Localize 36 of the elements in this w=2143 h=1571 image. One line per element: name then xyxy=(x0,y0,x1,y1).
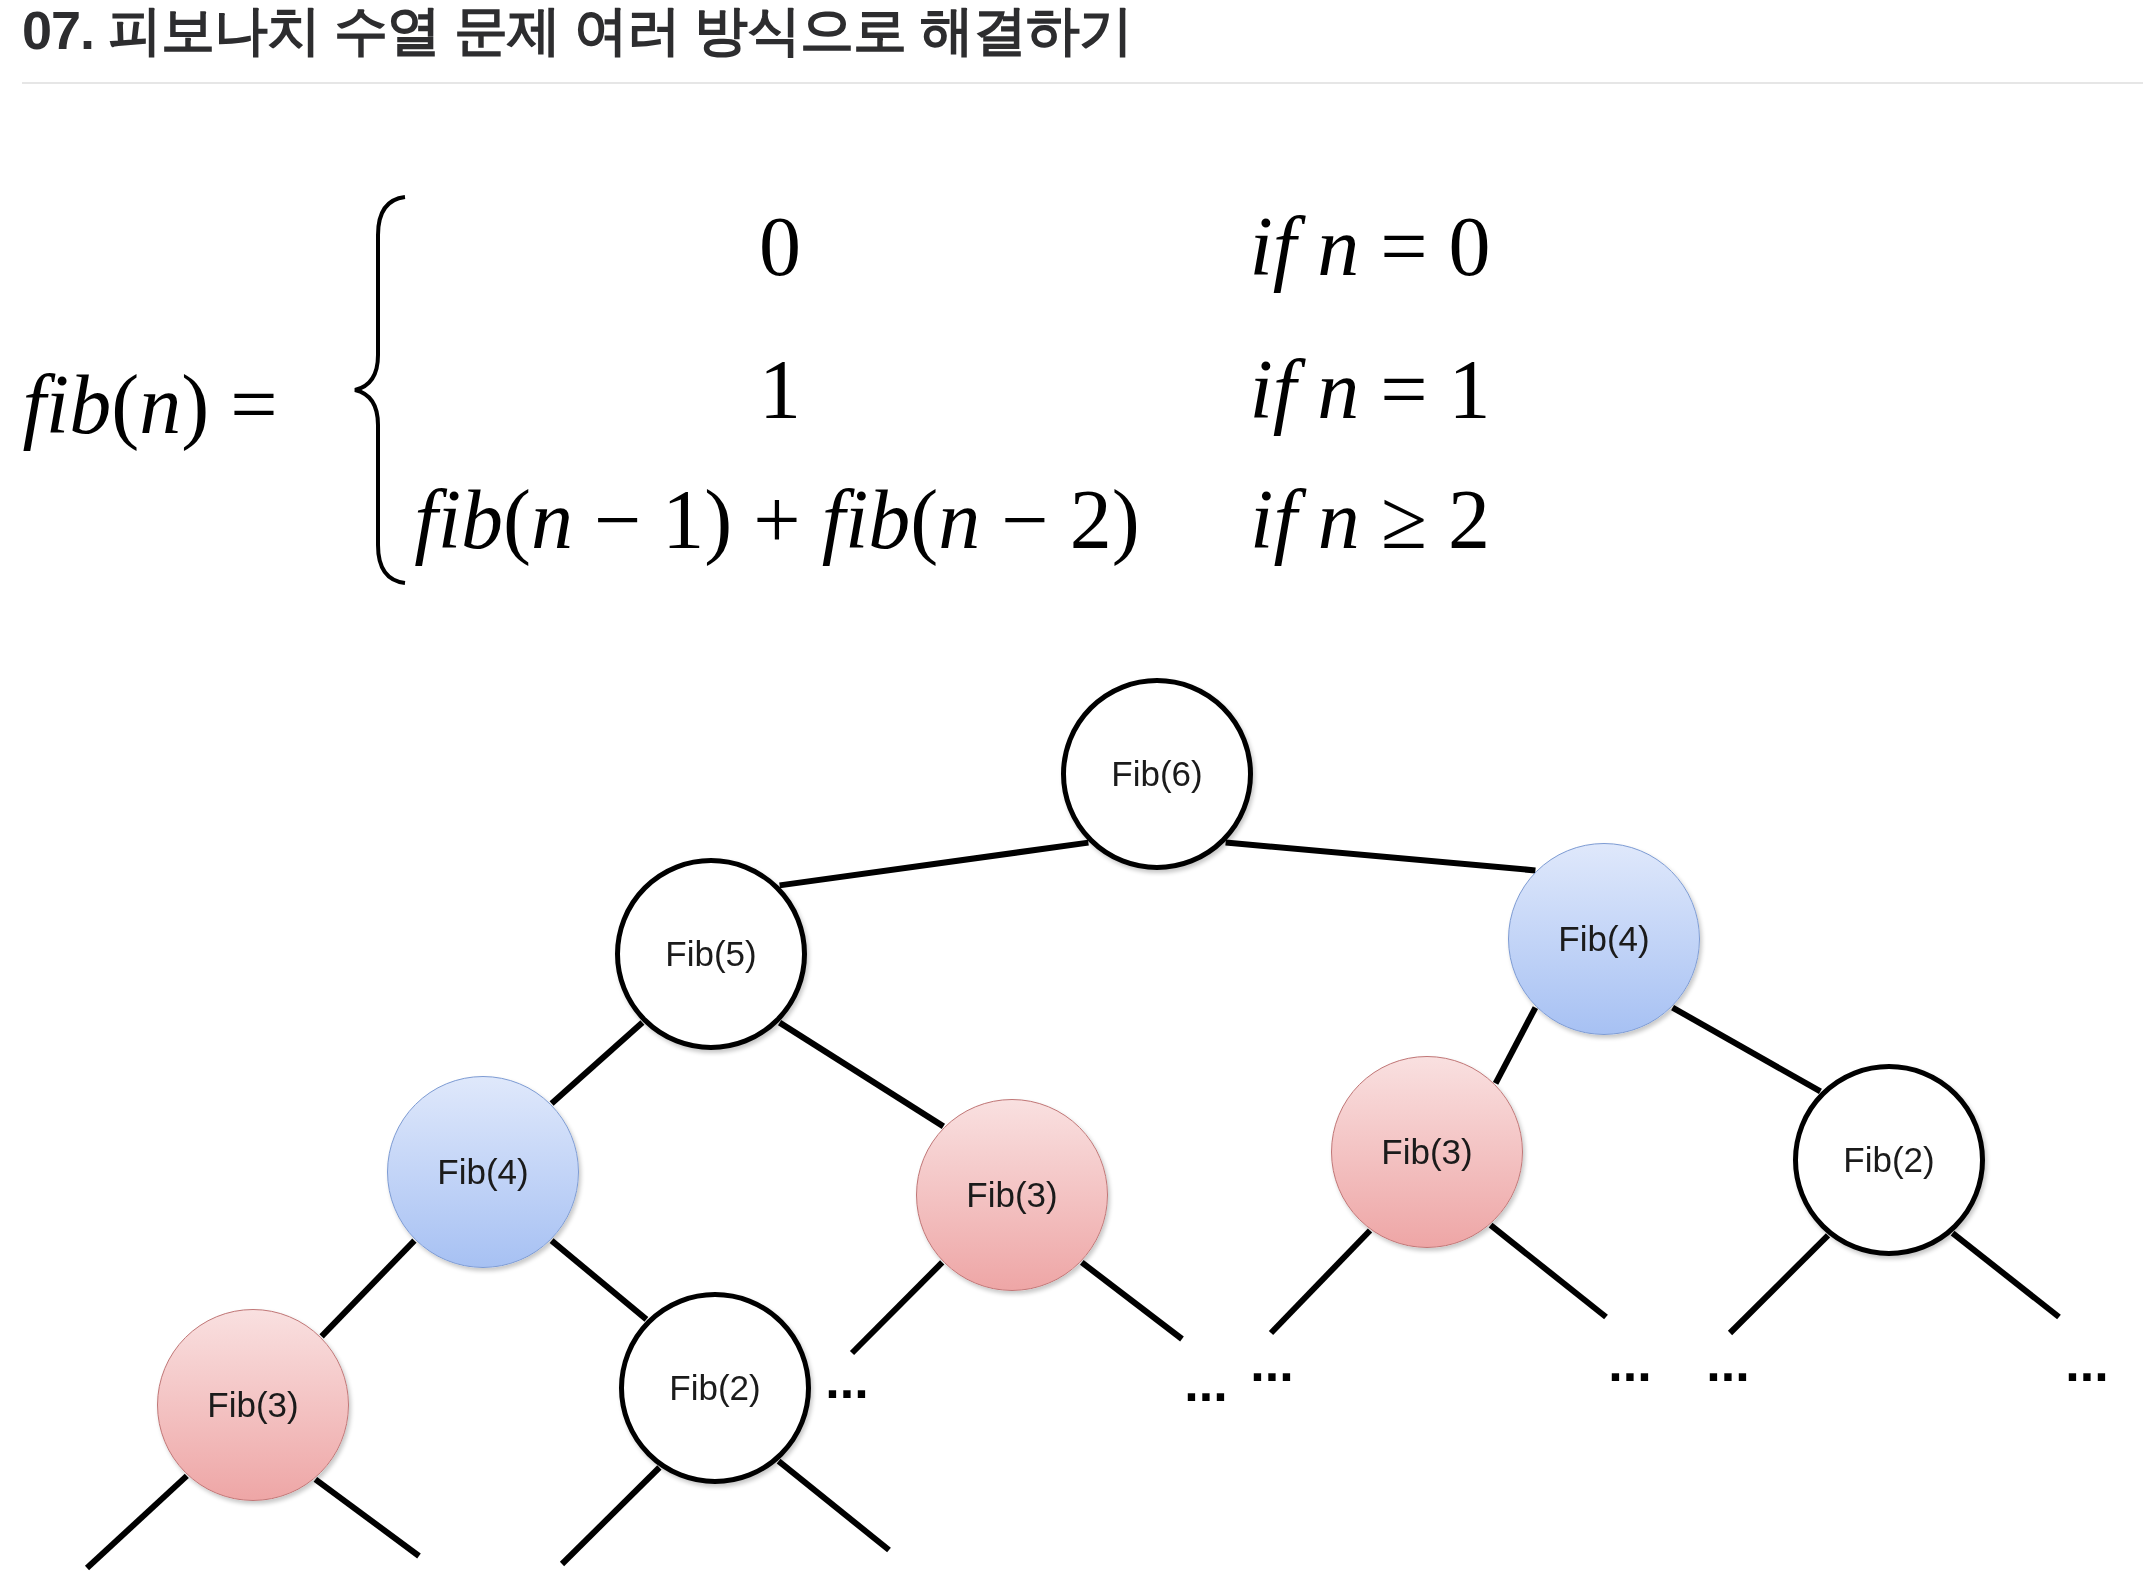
node-label: Fib(2) xyxy=(1843,1139,1935,1181)
branch-line xyxy=(1492,1006,1539,1085)
branch-line xyxy=(1268,1228,1373,1336)
case-value: 0 xyxy=(759,205,801,289)
branch-line xyxy=(1225,839,1536,874)
continuation-dots: ... xyxy=(1608,1344,1652,1381)
branch-line xyxy=(319,1238,417,1339)
node-label: Fib(4) xyxy=(437,1151,529,1193)
branch-line xyxy=(549,1020,645,1106)
node-label: Fib(6) xyxy=(1111,753,1203,795)
continuation-dots: ... xyxy=(1250,1344,1294,1381)
branch-line xyxy=(1671,1005,1822,1094)
continuation-dots: ... xyxy=(1706,1344,1750,1381)
node-label: Fib(5) xyxy=(665,933,757,975)
branch-line xyxy=(1488,1222,1608,1320)
branch-line xyxy=(778,1020,945,1129)
case-value: 1 xyxy=(759,348,801,432)
node-label: Fib(3) xyxy=(966,1174,1058,1216)
branch-line xyxy=(849,1260,945,1356)
continuation-dots: ... xyxy=(825,1361,869,1398)
branch-line xyxy=(779,839,1089,889)
continuation-dots: ... xyxy=(2065,1344,2109,1381)
branch-line xyxy=(313,1476,421,1559)
branch-line xyxy=(559,1465,662,1567)
branch-line xyxy=(84,1473,189,1571)
node-label: Fib(2) xyxy=(669,1367,761,1409)
branch-line xyxy=(1079,1260,1184,1342)
node-label: Fib(3) xyxy=(1381,1131,1473,1173)
branch-line xyxy=(1950,1230,2061,1320)
continuation-dots: ... xyxy=(1184,1364,1228,1401)
page-title: 07. 피보나치 수열 문제 여러 방식으로 해결하기 xyxy=(22,0,1133,60)
node-label: Fib(4) xyxy=(1558,918,1650,960)
node-label: Fib(3) xyxy=(207,1384,299,1426)
branch-line xyxy=(549,1238,649,1322)
branch-line xyxy=(1727,1233,1831,1336)
branch-line xyxy=(776,1458,891,1553)
